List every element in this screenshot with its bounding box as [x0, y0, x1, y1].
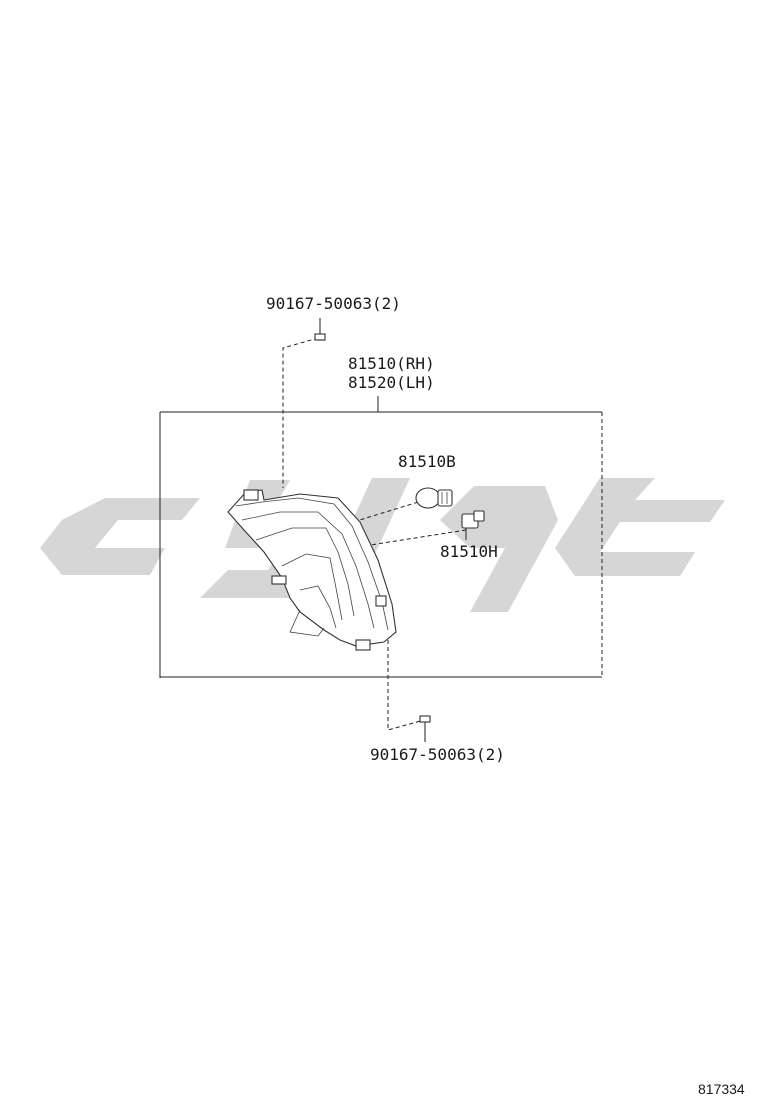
- figure-id: 817334: [698, 1081, 745, 1097]
- label-lamp-rh: 81510(RH): [348, 354, 435, 373]
- bulb-h: [461, 510, 485, 529]
- label-screw-bottom: 90167-50063(2): [370, 745, 505, 764]
- part-labels: 90167-50063(2) 81510(RH) 81520(LH) 81510…: [266, 294, 745, 1097]
- screw-bottom: [419, 715, 431, 742]
- screw-top: [314, 318, 326, 341]
- label-bulb-b: 81510B: [398, 452, 456, 471]
- label-screw-top: 90167-50063(2): [266, 294, 401, 313]
- label-bulb-h: 81510H: [440, 542, 498, 561]
- assembly-frame: [159, 411, 603, 678]
- label-lamp-lh: 81520(LH): [348, 373, 435, 392]
- bulb-b: [415, 487, 453, 509]
- lamp-housing: [227, 489, 397, 651]
